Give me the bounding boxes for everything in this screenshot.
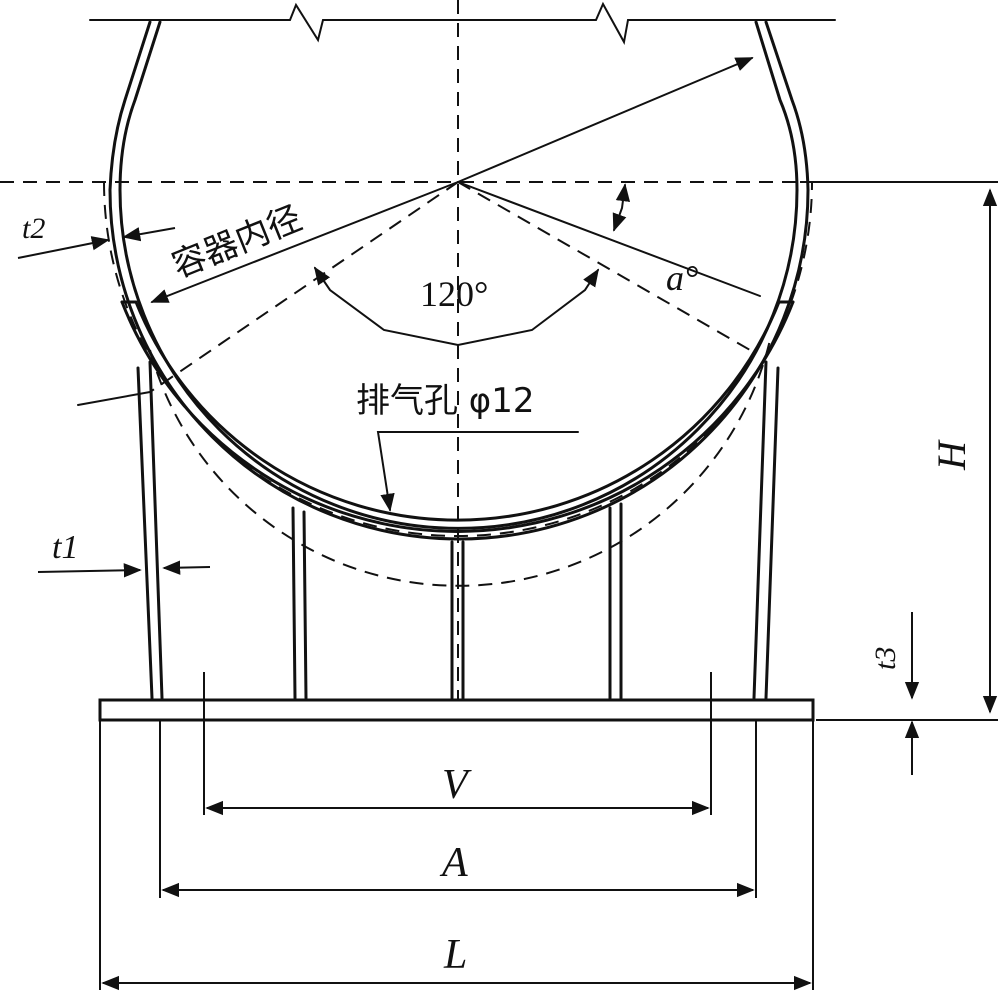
- angle-a-arc: [612, 183, 631, 232]
- L-dimension: [99, 720, 814, 991]
- t2-label: t2: [22, 212, 45, 245]
- t1-dimension: [37, 560, 211, 578]
- base-plate: [98, 698, 815, 722]
- support-ribs: [136, 360, 780, 700]
- radial-lines: [77, 57, 761, 406]
- A-label: A: [439, 840, 468, 886]
- L-label: L: [443, 932, 467, 978]
- A-dimension: [159, 720, 757, 898]
- H-label: H: [929, 439, 974, 471]
- vent-hole-leader: [376, 431, 579, 512]
- vessel-inner-diameter-label: 容器内径: [166, 198, 307, 286]
- top-break-line: [89, 1, 836, 45]
- t3-label: t3: [869, 647, 902, 670]
- angle-120-arc: [313, 266, 599, 347]
- angle-120-label: 120°: [420, 274, 488, 314]
- vent-hole-label: 排气孔 φ12: [356, 381, 535, 421]
- V-label: V: [442, 762, 472, 808]
- t2-dimension: [17, 227, 176, 259]
- H-dimension: [800, 181, 998, 721]
- V-dimension: [203, 672, 712, 816]
- t1-label: t1: [52, 529, 78, 566]
- angle-a-label: a°: [666, 258, 698, 298]
